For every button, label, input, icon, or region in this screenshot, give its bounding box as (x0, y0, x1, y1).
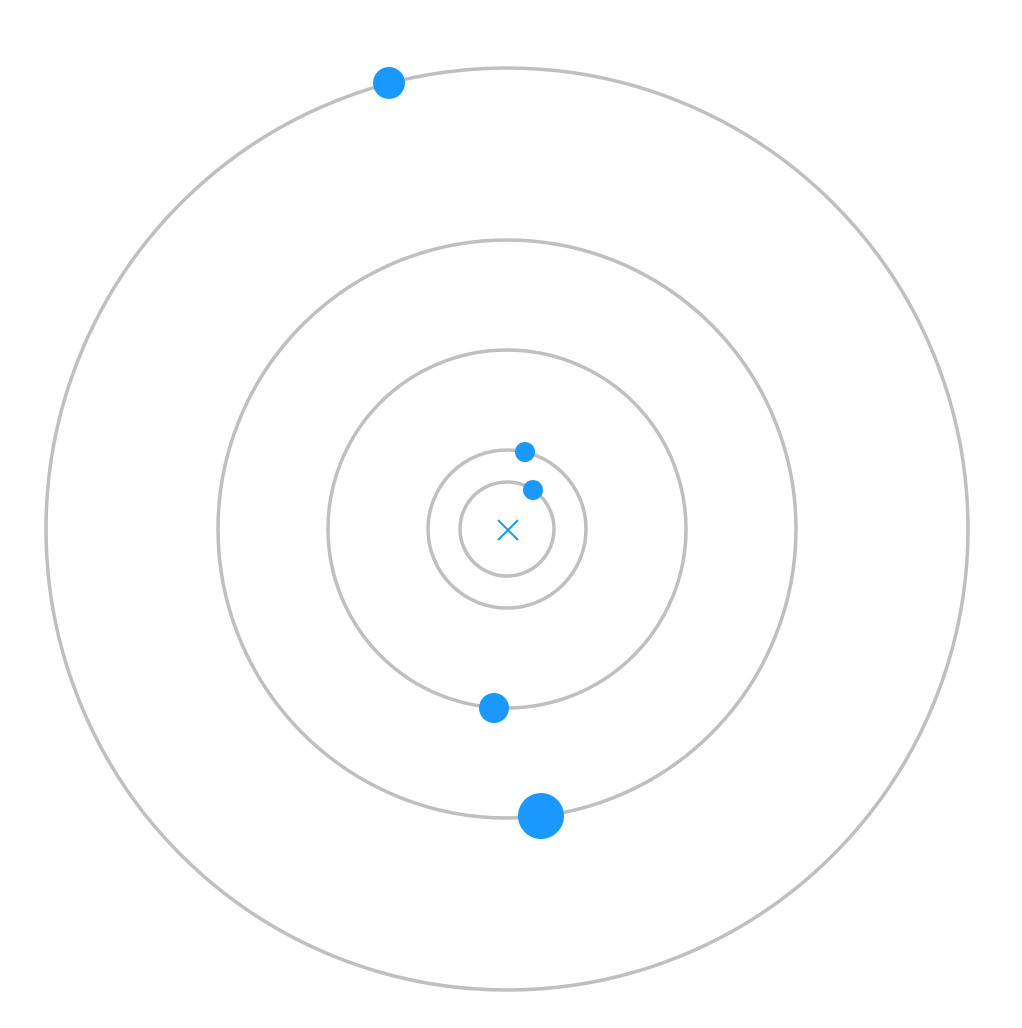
planet-4 (518, 793, 564, 839)
center-cross-icon (497, 519, 519, 541)
planets (373, 67, 564, 839)
cross-stroke-2 (497, 519, 519, 541)
orbit-ring-5 (44, 66, 970, 992)
planet-5 (373, 67, 405, 99)
orbit-ring-1 (458, 480, 556, 578)
orbit-rings (44, 66, 970, 992)
planet-3 (479, 693, 509, 723)
planet-1 (523, 480, 543, 500)
orbit-ring-4 (216, 238, 798, 820)
planet-2 (515, 442, 535, 462)
orbit-ring-2 (426, 448, 588, 610)
